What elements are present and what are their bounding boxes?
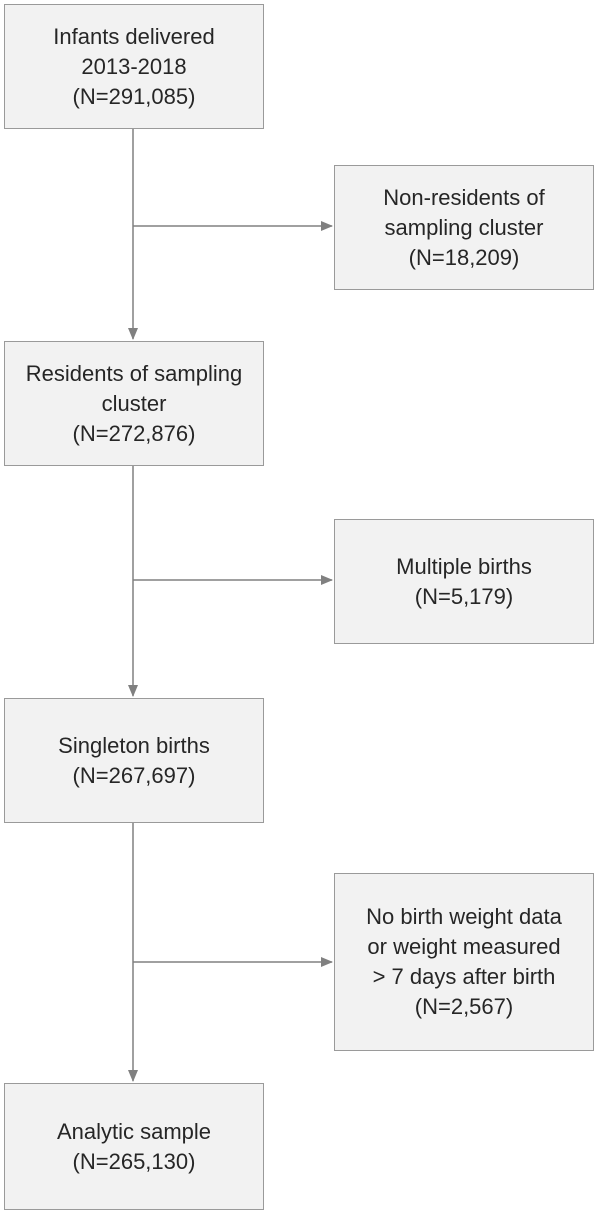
no-birth-weight-label-line2: or weight measured [367,934,561,959]
residents-box: Residents of sampling cluster (N=272,876… [4,341,264,466]
infants-delivered-box: Infants delivered 2013-2018 (N=291,085) [4,4,264,129]
no-birth-weight-label-line3: > 7 days after birth [372,964,556,989]
multiple-births-box: Multiple births (N=5,179) [334,519,594,644]
no-birth-weight-label-line1: No birth weight data [366,904,562,929]
singleton-births-count: (N=267,697) [72,762,196,788]
no-birth-weight-count: (N=2,567) [414,994,514,1019]
analytic-sample-box: Analytic sample (N=265,130) [4,1083,264,1210]
residents-label-line2: cluster [101,390,167,416]
infants-delivered-count: (N=291,085) [72,83,196,109]
multiple-births-label: Multiple births [396,553,532,579]
residents-count: (N=272,876) [72,420,196,446]
singleton-births-box: Singleton births (N=267,697) [4,698,264,823]
singleton-births-label: Singleton births [58,732,210,758]
multiple-births-count: (N=5,179) [414,583,514,609]
analytic-sample-count: (N=265,130) [72,1148,196,1174]
infants-delivered-years: 2013-2018 [81,53,187,79]
non-residents-label-line2: sampling cluster [384,214,544,240]
analytic-sample-label: Analytic sample [56,1118,212,1144]
residents-label-line1: Residents of sampling [25,360,243,386]
non-residents-label-line1: Non-residents of [383,184,545,210]
non-residents-box: Non-residents of sampling cluster (N=18,… [334,165,594,290]
infants-delivered-label: Infants delivered [53,23,215,49]
no-birth-weight-box: No birth weight data or weight measured … [334,873,594,1051]
non-residents-count: (N=18,209) [408,244,520,270]
